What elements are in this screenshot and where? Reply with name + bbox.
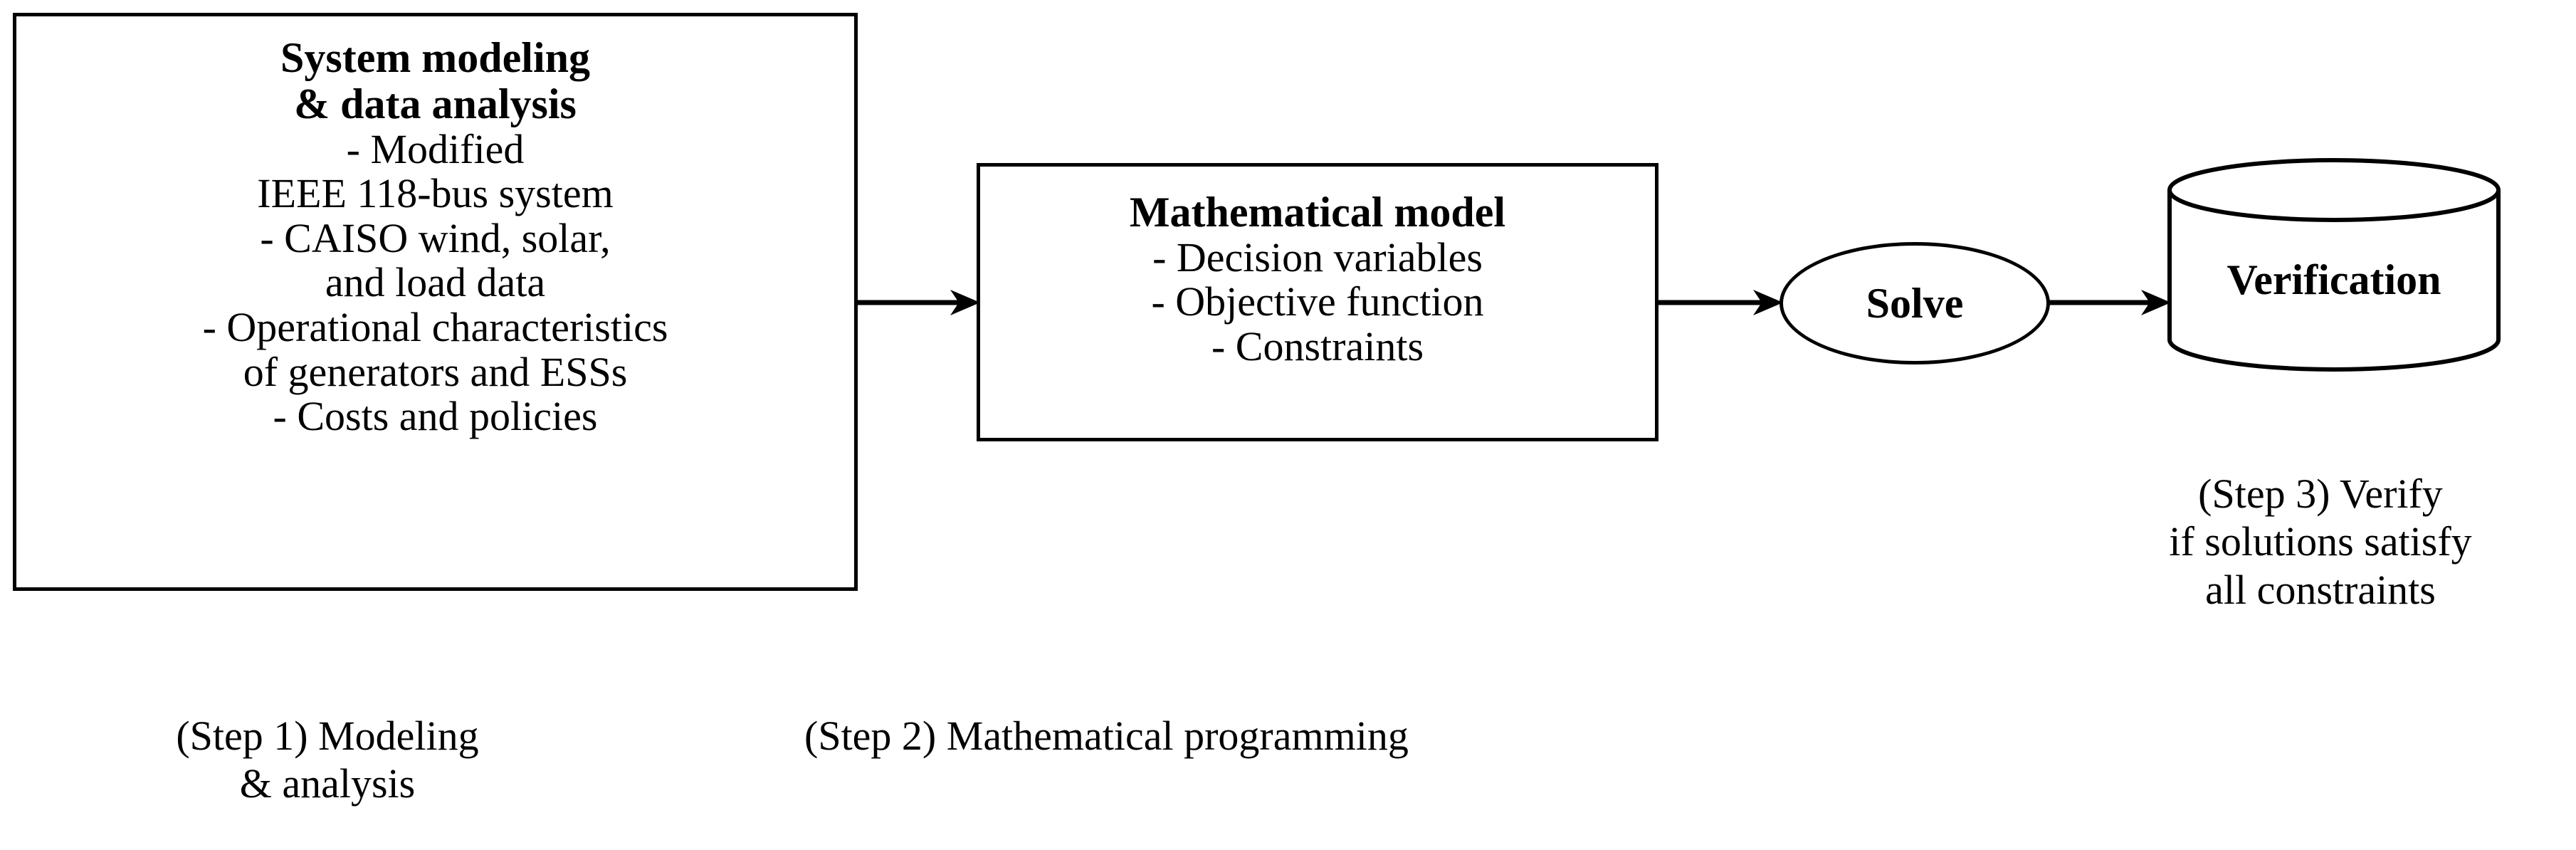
- mathematical-model-box[interactable]: Mathematical model - Decision variables …: [977, 163, 1658, 441]
- cylinder-shape: [2167, 158, 2501, 372]
- modeling-box-heading-line-2: & data analysis: [294, 80, 577, 127]
- modeling-box[interactable]: System modeling & data analysis - Modifi…: [13, 13, 858, 591]
- math-box-item-2: - Objective function: [1151, 278, 1484, 325]
- modeling-box-item-6: of generators and ESSs: [243, 348, 628, 395]
- verification-cylinder[interactable]: Verification: [2167, 158, 2501, 372]
- verification-label: Verification: [2227, 256, 2441, 303]
- caption-step-1: (Step 1) Modeling & analysis: [176, 713, 479, 807]
- caption-step-2: (Step 2) Mathematical programming: [804, 713, 1409, 759]
- math-box-item-3: - Constraints: [1211, 323, 1424, 370]
- modeling-box-item-5: - Operational characteristics: [202, 304, 668, 351]
- modeling-box-item-3: - CAISO wind, solar,: [260, 214, 611, 261]
- math-box-item-1: - Decision variables: [1152, 234, 1483, 280]
- modeling-box-item-1: - Modified: [346, 125, 525, 172]
- solve-label: Solve: [1866, 280, 1964, 327]
- math-box-heading: Mathematical model: [1129, 189, 1506, 236]
- arrow-solve-to-verification: [2049, 288, 2171, 317]
- caption-step-3: (Step 3) Verify if solutions satisfy all…: [2169, 471, 2472, 613]
- solve-ellipse[interactable]: Solve: [1779, 242, 2050, 364]
- modeling-box-item-2: IEEE 118-bus system: [257, 170, 614, 217]
- arrow-math-to-solve: [1658, 288, 1783, 317]
- modeling-box-heading-line-1: System modeling: [280, 34, 590, 81]
- modeling-box-item-4: and load data: [325, 259, 546, 306]
- arrow-modeling-to-math: [858, 288, 980, 317]
- modeling-box-item-7: - Costs and policies: [273, 393, 598, 440]
